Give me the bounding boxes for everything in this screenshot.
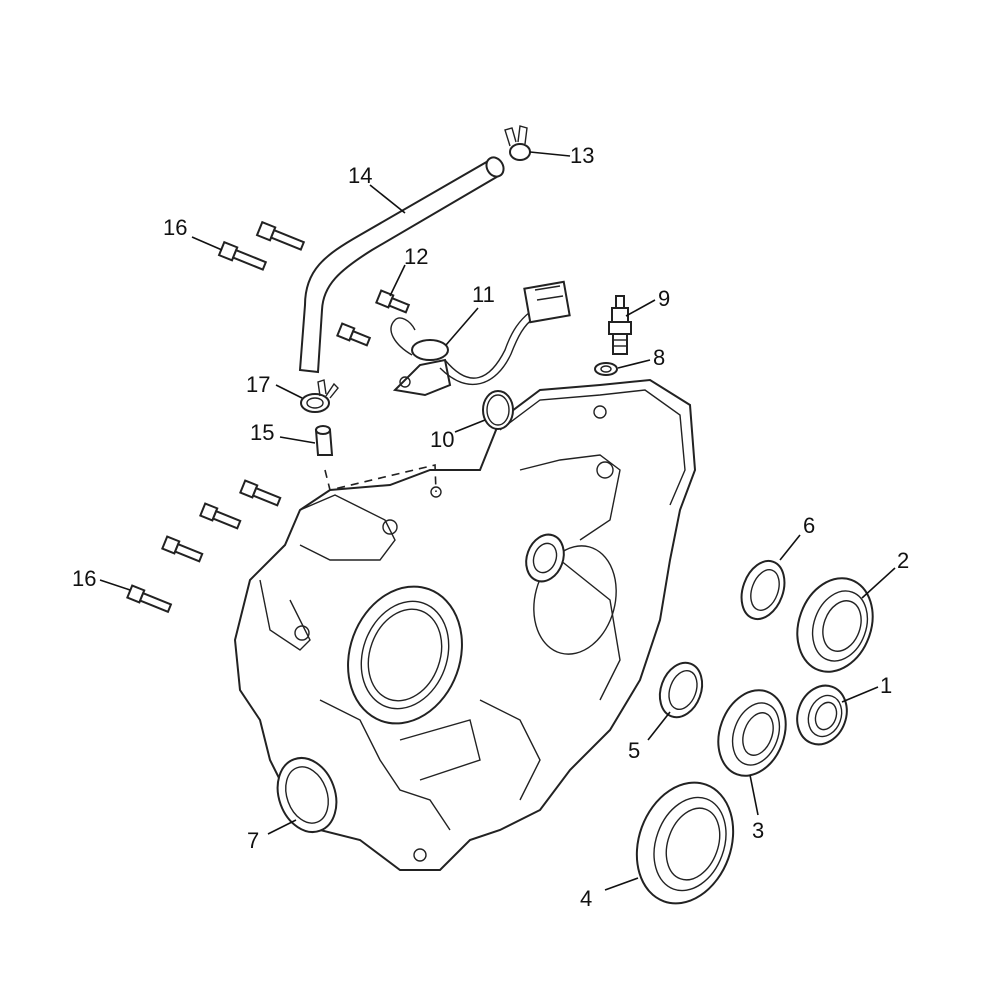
callout-17: 17 bbox=[246, 372, 270, 397]
callout-16-upper: 16 bbox=[163, 215, 187, 240]
bearing-4 bbox=[635, 781, 735, 905]
leader-lines bbox=[99, 151, 896, 891]
sensor-harness-11 bbox=[390, 280, 571, 397]
bearing-3 bbox=[717, 689, 787, 777]
callout-8: 8 bbox=[653, 345, 665, 370]
callout-1: 1 bbox=[880, 673, 892, 698]
callout-9: 9 bbox=[658, 286, 670, 311]
fitting-15 bbox=[314, 425, 334, 456]
hose-clamp-17 bbox=[300, 379, 339, 413]
hose-14 bbox=[298, 158, 502, 374]
bearing-2 bbox=[796, 577, 874, 673]
callout-4: 4 bbox=[580, 886, 592, 911]
callout-6: 6 bbox=[803, 513, 815, 538]
temperature-sensor-9 bbox=[608, 295, 632, 355]
oil-seal-6 bbox=[740, 559, 786, 621]
bolt-row-3 bbox=[161, 535, 204, 563]
bearing-1 bbox=[796, 684, 848, 746]
bolt-top-right bbox=[255, 220, 306, 251]
callout-13: 13 bbox=[570, 143, 594, 168]
callout-labels: 1 2 3 4 5 6 7 8 9 10 11 12 13 14 15 16 1… bbox=[72, 143, 909, 911]
callout-2: 2 bbox=[897, 548, 909, 573]
bolts bbox=[126, 220, 411, 614]
o-ring-10 bbox=[482, 390, 514, 430]
assembly-guide-line bbox=[324, 463, 437, 493]
callout-10: 10 bbox=[430, 427, 454, 452]
bolt-16-upper bbox=[217, 240, 268, 271]
callout-14: 14 bbox=[348, 163, 372, 188]
callout-11: 11 bbox=[472, 282, 495, 307]
hose-clamp-13 bbox=[504, 125, 531, 161]
callout-16-lower: 16 bbox=[72, 566, 96, 591]
callout-15: 15 bbox=[250, 420, 274, 445]
bolt-16-lower bbox=[126, 584, 173, 614]
bolt-mid bbox=[336, 322, 372, 347]
crankcase-half bbox=[233, 378, 697, 871]
callout-7: 7 bbox=[247, 828, 259, 853]
bolt-row-1 bbox=[239, 479, 282, 507]
callout-12: 12 bbox=[404, 244, 428, 269]
callout-3: 3 bbox=[752, 818, 764, 843]
callout-5: 5 bbox=[628, 738, 640, 763]
washer-8 bbox=[594, 362, 618, 376]
bolt-12 bbox=[375, 289, 411, 314]
bolt-row-2 bbox=[199, 502, 242, 530]
oil-seal-5 bbox=[658, 661, 704, 719]
